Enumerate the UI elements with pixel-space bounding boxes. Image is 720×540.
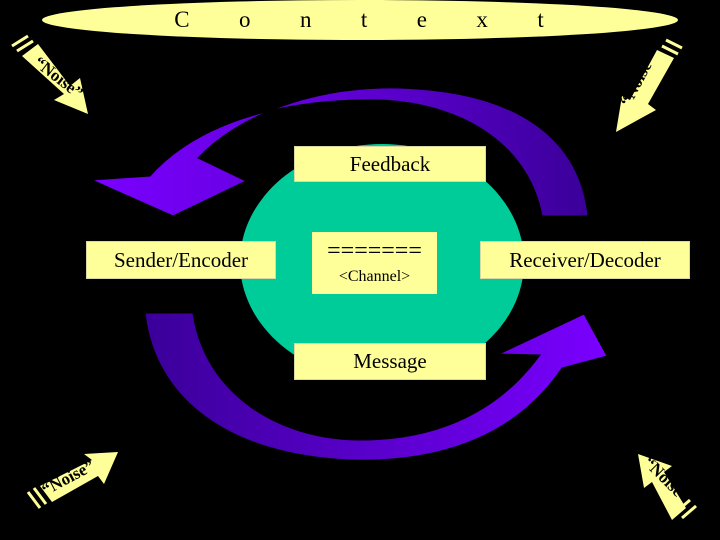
receiver-label: Receiver/Decoder [509,247,661,272]
noise-arrow-bottom-left [26,452,118,509]
message-label: Message [353,349,427,373]
message-box: Message [294,343,486,380]
feedback-box: Feedback [294,146,486,182]
sender-box: Sender/Encoder [86,241,276,279]
feedback-label: Feedback [349,151,431,176]
context-ellipse [42,0,678,40]
message-arrow [144,312,608,461]
receiver-box: Receiver/Decoder [480,241,690,279]
noise-arrow-top-right [616,38,683,132]
noise-arrow-top-left [11,34,88,114]
channel-line: ======= [327,238,422,264]
feedback-arrow [91,87,589,217]
channel-box: ======= <Channel> [312,232,437,294]
noise-arrow-bottom-right [638,454,697,520]
sender-label: Sender/Encoder [113,247,249,272]
channel-label: <Channel> [338,268,411,285]
context-label: C o n t e x t [174,7,566,32]
